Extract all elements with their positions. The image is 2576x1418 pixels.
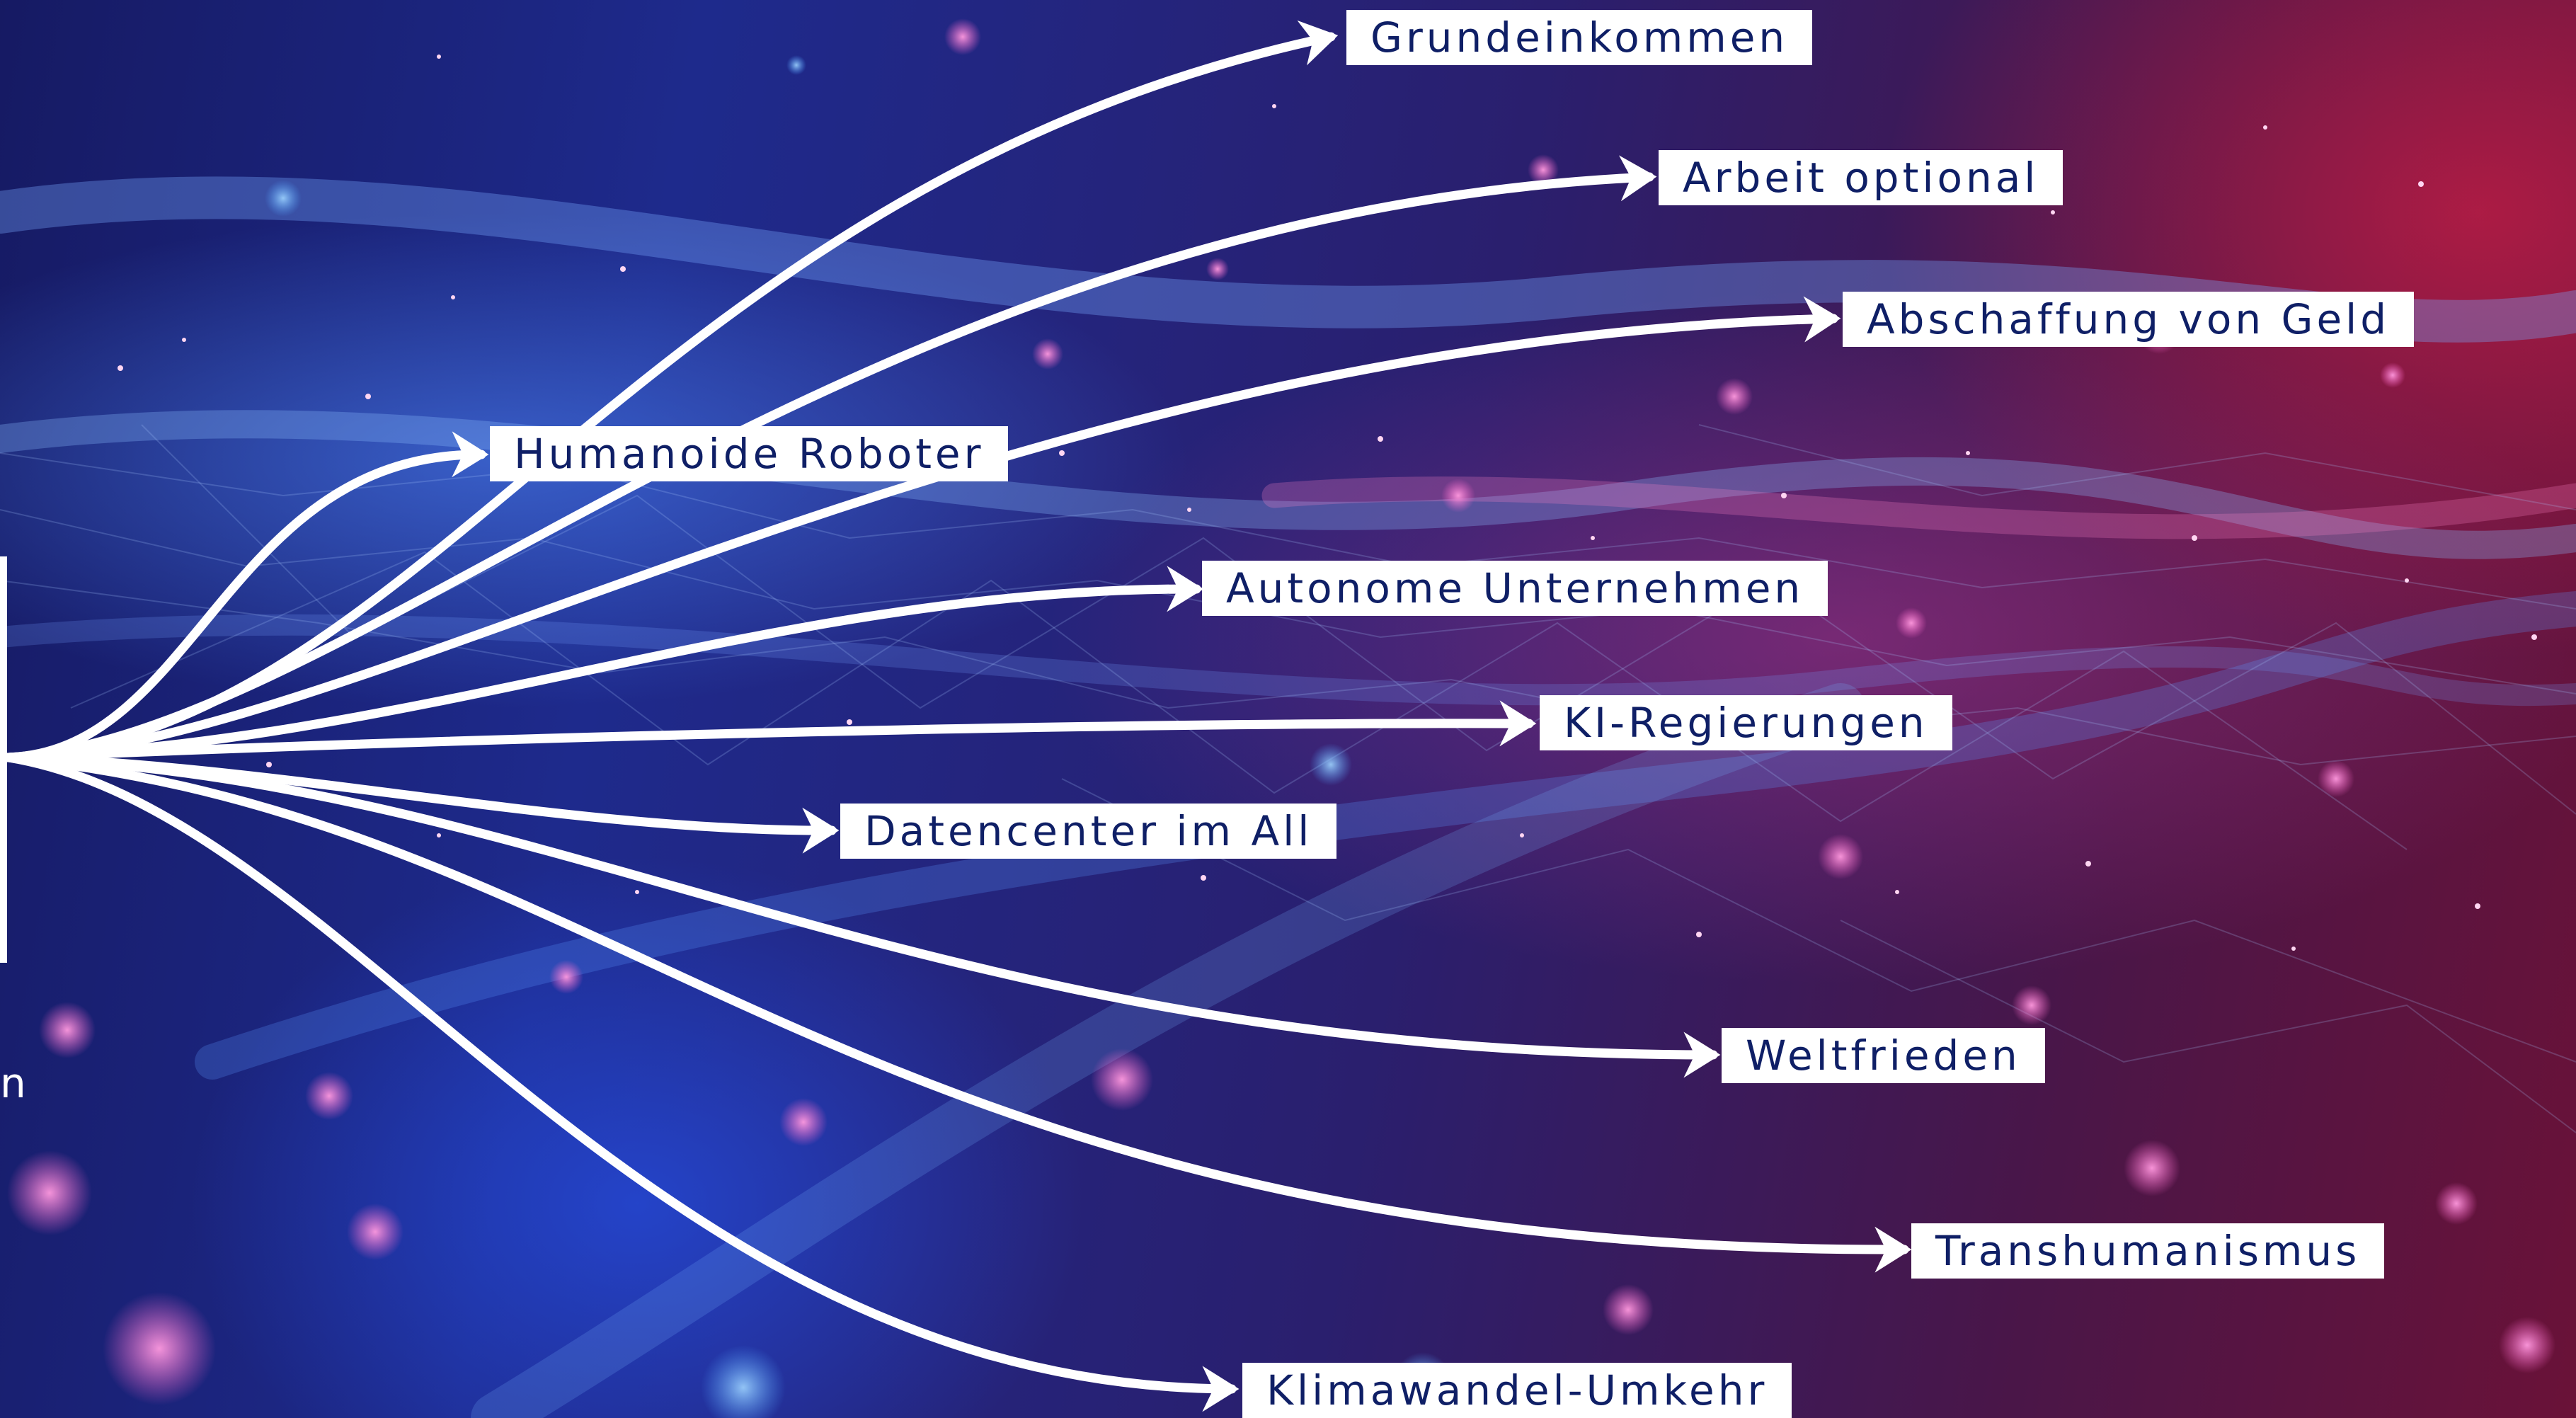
node-autonome-unternehmen: Autonome Unternehmen (1202, 561, 1828, 616)
arrow-to-autonome-unternehmen (4, 566, 1204, 762)
node-weltfrieden: Weltfrieden (1722, 1028, 2045, 1083)
arrow-to-klimawandel-umkehr (4, 753, 1240, 1412)
node-grundeinkommen: Grundeinkommen (1346, 10, 1813, 65)
node-datencenter-im-all: Datencenter im All (840, 804, 1337, 859)
arrow-to-weltfrieden (4, 753, 1721, 1078)
arrow-to-ki-regierungen (4, 700, 1537, 762)
node-abschaffung-von-geld: Abschaffung von Geld (1843, 292, 2415, 347)
arrow-to-humanoide-roboter (4, 431, 489, 762)
root-node-text-fragment: n (0, 1059, 26, 1107)
arrow-to-transhumanismus (4, 753, 1912, 1273)
arrow-to-abschaffung-von-geld (4, 296, 1841, 762)
node-arbeit-optional: Arbeit optional (1659, 150, 2063, 205)
node-humanoide-roboter: Humanoide Roboter (490, 426, 1009, 481)
node-klimawandel-umkehr: Klimawandel-Umkehr (1242, 1363, 1792, 1418)
root-node-edge (0, 556, 7, 963)
node-ki-regierungen: KI-Regierungen (1540, 695, 1952, 750)
node-transhumanismus: Transhumanismus (1911, 1223, 2385, 1279)
